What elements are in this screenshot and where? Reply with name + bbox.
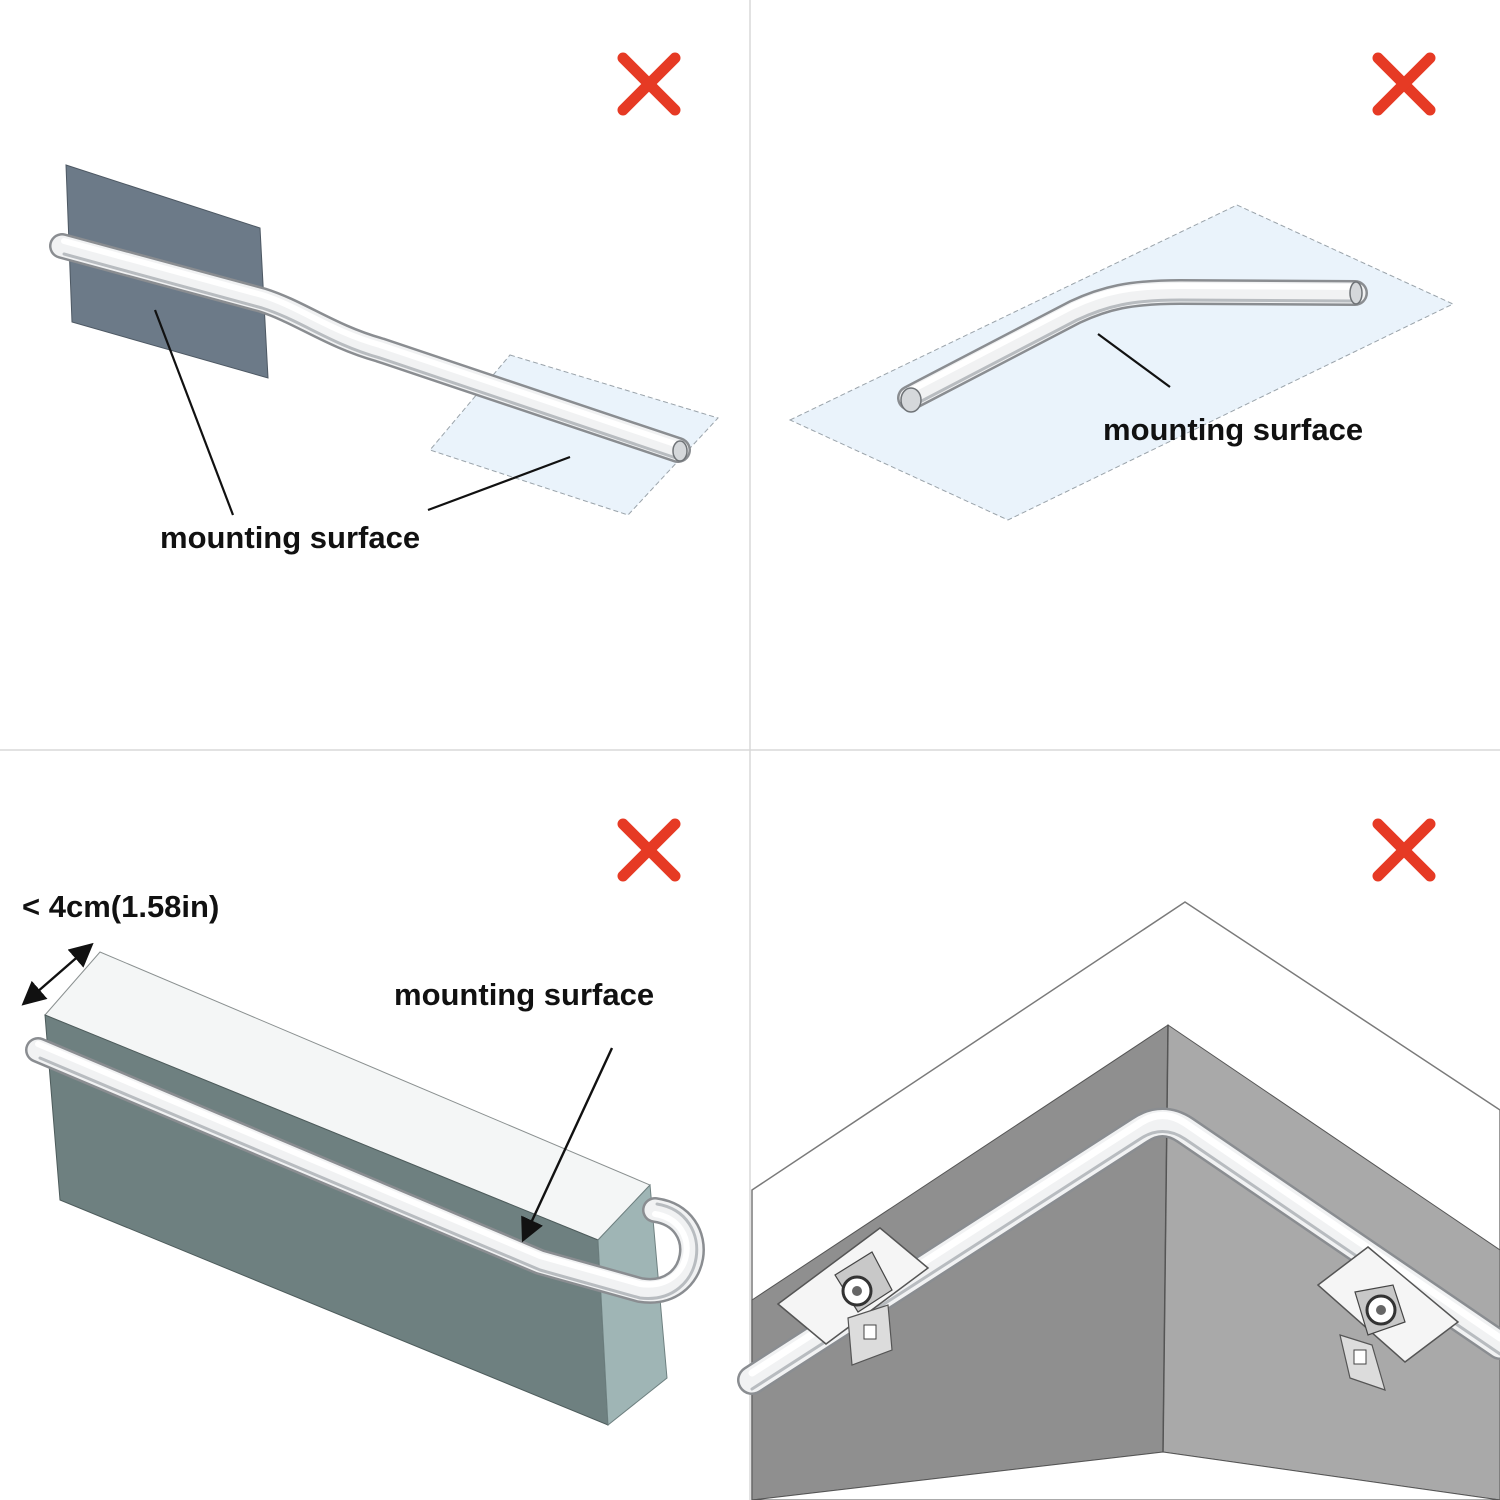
cross-icon	[1372, 52, 1436, 116]
led-tube	[897, 279, 1368, 411]
panel-narrow-block: < 4cm(1.58in) mounting surface	[21, 818, 705, 1426]
corner-edge	[1162, 1024, 1169, 1453]
mounting-clip	[1316, 1246, 1460, 1391]
panel-ceiling-corner	[737, 818, 1500, 1500]
mounting-surface-label: mounting surface	[394, 977, 654, 1012]
leader-arrow-block	[521, 1047, 614, 1243]
mounting-surface-label: mounting surface	[1103, 412, 1363, 447]
flat-glass-surface	[788, 204, 1455, 521]
leader-line-wall	[153, 309, 235, 516]
wall-floor-strip	[751, 1451, 1500, 1500]
led-tube	[737, 1107, 1500, 1395]
leader-line-flat	[1097, 333, 1171, 388]
tube-end-cap	[900, 387, 922, 413]
mounting-clip	[776, 1227, 930, 1366]
cross-icon	[617, 818, 681, 882]
led-tube	[25, 1037, 705, 1304]
cross-icon	[1372, 818, 1436, 882]
panel-flat-bend: mounting surface	[788, 52, 1455, 521]
block-end-face	[597, 1183, 668, 1426]
leader-line-glass	[427, 455, 571, 512]
mounting-surface-label: mounting surface	[160, 520, 420, 555]
panel-wall-to-glass: mounting surface	[49, 52, 719, 555]
width-dimension-arrow	[21, 942, 94, 1006]
tube-end-cap	[1349, 281, 1363, 305]
tube-end-cap	[672, 440, 688, 462]
led-tube	[49, 233, 691, 463]
width-limit-label: < 4cm(1.58in)	[22, 889, 219, 924]
cross-icon	[617, 52, 681, 116]
